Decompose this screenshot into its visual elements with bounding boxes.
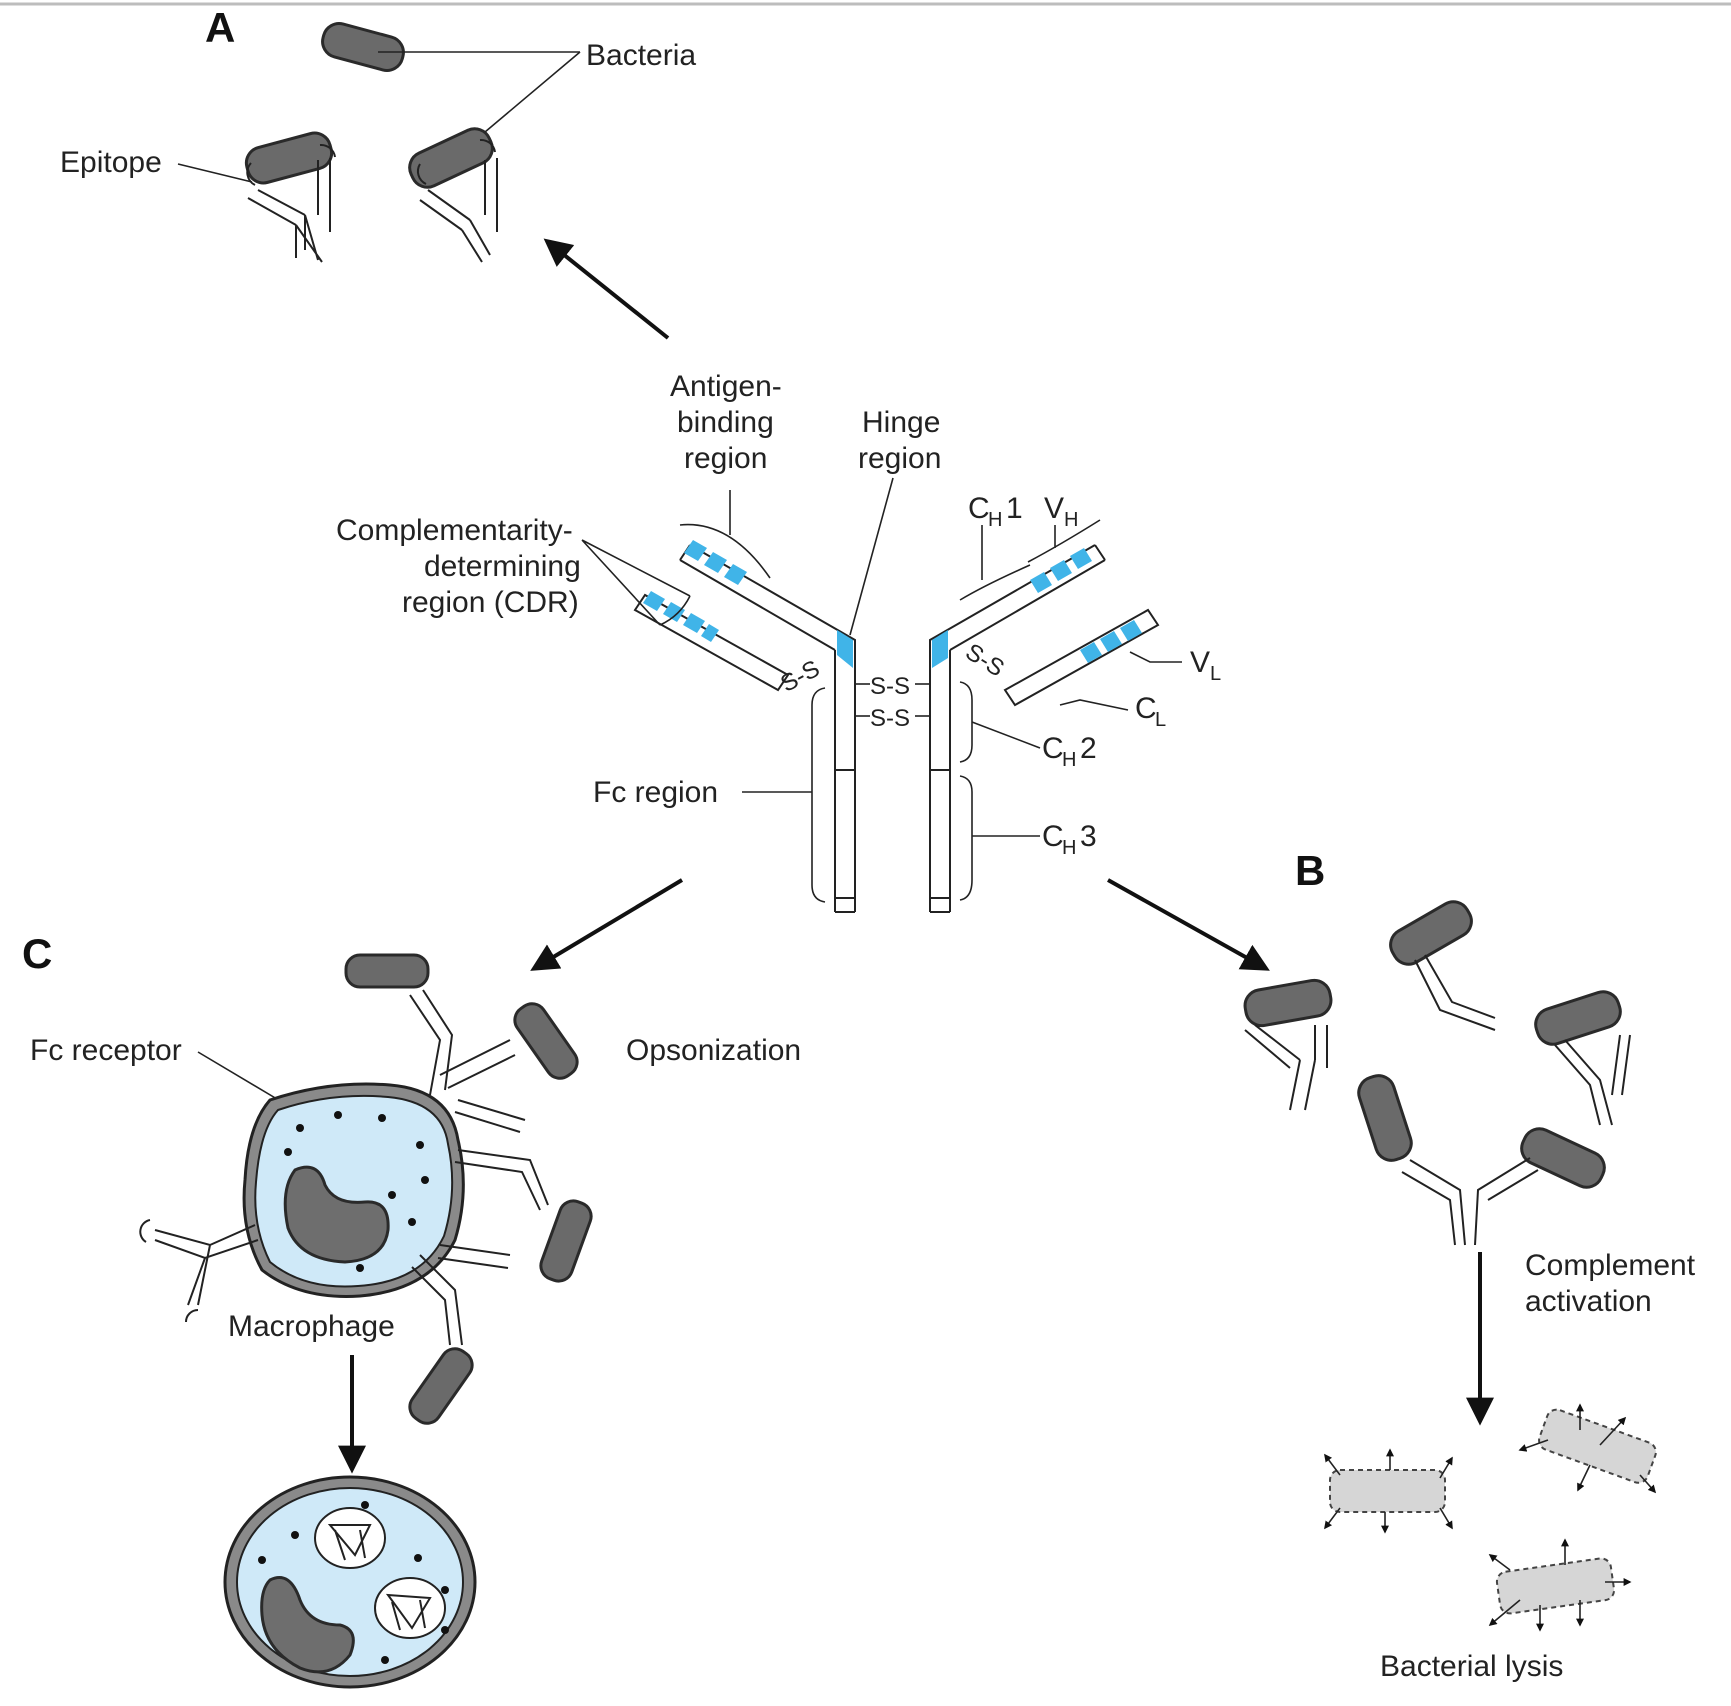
label-vh-main: V xyxy=(1044,492,1064,525)
panel-b: B Complement activation xyxy=(1243,847,1696,1683)
fc-bracket xyxy=(811,687,826,903)
ch3-bracket xyxy=(959,775,973,901)
label-complement-1: Complement xyxy=(1525,1249,1696,1282)
free-antibody-c xyxy=(154,1224,259,1306)
label-ch3-num: 3 xyxy=(1080,820,1097,853)
vl-leader xyxy=(1129,651,1182,663)
label-fc-region: Fc region xyxy=(593,776,718,809)
vh-bracket xyxy=(1027,519,1101,563)
opsonized-bacterium-2 xyxy=(513,1002,579,1080)
bacteria-leader-2 xyxy=(484,51,581,133)
label-hinge-2: region xyxy=(858,442,941,475)
label-cdr-2: determining xyxy=(424,550,581,583)
label-ch3-main: C xyxy=(1042,820,1064,853)
arrow-to-panel-b xyxy=(1107,878,1270,971)
opsonized-bacterium-4 xyxy=(408,1347,474,1425)
panel-a: A Bacteria Epitope xyxy=(60,4,696,340)
antibody-bound-1 xyxy=(244,131,336,263)
macrophage-nucleus xyxy=(283,1165,390,1264)
bacterium-b3 xyxy=(1534,990,1622,1046)
lysed-bacterium-3 xyxy=(1488,1538,1632,1632)
label-ch2-sub: H xyxy=(1062,749,1076,771)
macrophage-digesting-nucleus xyxy=(260,1576,355,1674)
ch1-bracket xyxy=(959,525,1031,601)
right-heavy-stem xyxy=(929,650,951,913)
label-ch1-sub: H xyxy=(988,509,1002,531)
ss-bond-2: S-S xyxy=(870,705,910,732)
epitope-leader xyxy=(177,163,253,183)
ch2-bracket xyxy=(959,681,973,763)
label-ch1-num: 1 xyxy=(1006,492,1023,525)
label-antigen-binding-3: region xyxy=(684,442,767,475)
label-antigen-binding-1: Antigen- xyxy=(670,370,782,403)
phagosome-1 xyxy=(314,1507,386,1569)
hinge-leader xyxy=(849,477,894,636)
label-ch1-main: C xyxy=(968,492,990,525)
label-cdr-3: region (CDR) xyxy=(402,586,579,619)
bacterium-bound-1 xyxy=(244,131,334,185)
label-fc-receptor: Fc receptor xyxy=(30,1034,182,1067)
cl-leader xyxy=(1059,699,1129,711)
bacterium-b1 xyxy=(1243,978,1333,1028)
antibody-bound-2 xyxy=(408,127,498,263)
panel-c-letter: C xyxy=(22,930,52,977)
arrow-to-panel-a xyxy=(543,238,670,340)
label-cl-main: C xyxy=(1135,692,1157,725)
label-antigen-binding-2: binding xyxy=(677,406,774,439)
label-ch2-main: C xyxy=(1042,732,1064,765)
bacterium-b4a xyxy=(1357,1074,1413,1162)
label-epitope: Epitope xyxy=(60,146,162,179)
label-bacteria: Bacteria xyxy=(586,39,696,72)
label-vl-sub: L xyxy=(1210,663,1221,685)
ss-bond-right-light: S-S xyxy=(961,638,1009,682)
label-macrophage: Macrophage xyxy=(228,1310,395,1343)
label-ch3-sub: H xyxy=(1062,837,1076,859)
fc-receptor-leader xyxy=(197,1051,283,1103)
label-bacterial-lysis: Bacterial lysis xyxy=(1380,1650,1563,1683)
phagosome-2 xyxy=(374,1577,446,1639)
antibody-labels: Antigen- binding region Hinge region Com… xyxy=(336,370,1221,903)
opsonized-bacterium-1 xyxy=(344,953,430,989)
label-complement-2: activation xyxy=(1525,1285,1652,1318)
arrow-to-panel-c xyxy=(530,878,684,971)
opsonized-bacterium-3 xyxy=(539,1199,593,1283)
panel-b-letter: B xyxy=(1295,847,1325,894)
label-cl-sub: L xyxy=(1155,709,1166,731)
label-opsonization: Opsonization xyxy=(626,1034,801,1067)
cdr-leader xyxy=(581,539,691,626)
right-light-chain xyxy=(1003,608,1160,707)
label-hinge-1: Hinge xyxy=(862,406,940,439)
lysed-bacterium-1 xyxy=(1324,1448,1453,1534)
bacterium-free xyxy=(321,22,405,72)
left-light-chain xyxy=(633,593,790,692)
label-ch2-num: 2 xyxy=(1080,732,1097,765)
bacterium-b2 xyxy=(1389,900,1473,966)
bacterium-bound-2 xyxy=(408,127,494,189)
ss-bond-1: S-S xyxy=(870,673,910,700)
left-heavy-stem xyxy=(834,650,856,913)
label-vl-main: V xyxy=(1190,646,1210,679)
panel-a-letter: A xyxy=(205,4,235,51)
antigen-binding-bracket xyxy=(679,490,771,579)
label-vh-sub: H xyxy=(1064,509,1078,531)
bacterium-b4b xyxy=(1520,1127,1606,1189)
antibody-structure: S-S S-S S-S S-S xyxy=(633,540,1160,913)
label-cdr-1: Complementarity- xyxy=(336,514,573,547)
panel-c: C Fc receptor Opsonization Macrophage xyxy=(22,930,801,1689)
lysed-bacterium-2 xyxy=(1518,1403,1657,1494)
